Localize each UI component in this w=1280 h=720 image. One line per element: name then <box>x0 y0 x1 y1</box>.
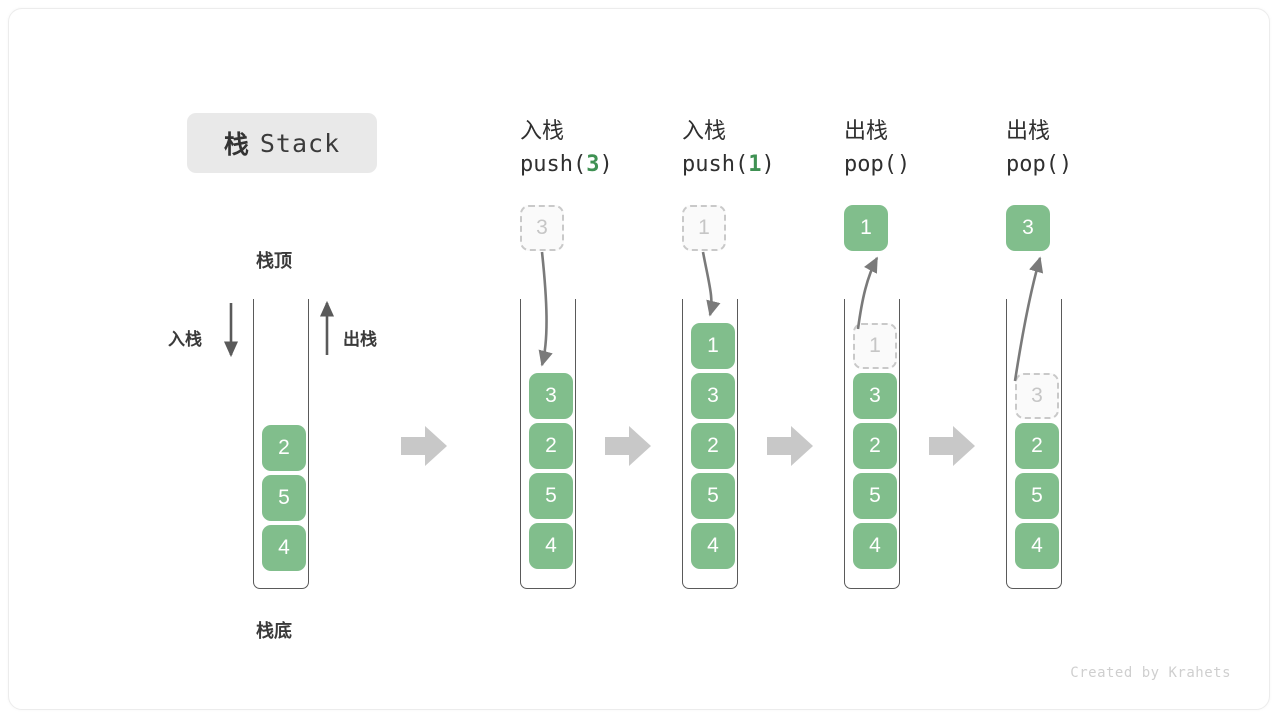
credit-text: Created by Krahets <box>1070 665 1231 681</box>
code-arg: 1 <box>748 152 762 177</box>
pop-side-label: 出栈 <box>343 330 377 349</box>
code-prefix: push( <box>520 152 587 177</box>
step-header-pop-1: 出栈 pop() <box>844 114 1044 182</box>
step-transition-arrow-2 <box>605 426 651 466</box>
stack-bottom-label: 栈底 <box>256 621 292 641</box>
stack-cell-ghost: 3 <box>1015 373 1059 419</box>
code-suffix: ) <box>1058 152 1073 177</box>
stack-cells-pop-2: 3 2 5 4 <box>1015 373 1059 569</box>
step-label-cn-pop-1: 出栈 <box>844 118 889 143</box>
code-suffix: ) <box>599 152 613 177</box>
step-label-code-pop-2: pop() <box>1006 148 1206 182</box>
step-transition-arrow-1 <box>401 426 447 466</box>
stack-cell: 5 <box>691 473 735 519</box>
stack-cell: 2 <box>691 423 735 469</box>
step-header-push-1: 入栈 push(1) <box>682 114 882 182</box>
push-side-label: 入栈 <box>168 330 202 349</box>
stack-cell: 4 <box>529 523 573 569</box>
step-transition-arrow-4 <box>929 426 975 466</box>
step-header-push-3: 入栈 push(3) <box>520 114 720 182</box>
code-prefix: pop( <box>1006 152 1059 177</box>
step-label-code-push-1: push(1) <box>682 148 882 182</box>
incoming-cell-push-3: 3 <box>520 205 564 251</box>
result-cell-pop-1: 1 <box>844 205 888 251</box>
step-label-code-pop-1: pop() <box>844 148 1044 182</box>
stack-cell: 2 <box>1015 423 1059 469</box>
stack-cell: 3 <box>853 373 897 419</box>
diagram-card: 栈 Stack 入栈 push(3) 入栈 push(1) 出栈 pop() 出… <box>8 8 1270 710</box>
stack-cell: 5 <box>262 475 306 521</box>
code-suffix: ) <box>761 152 775 177</box>
stack-cell: 3 <box>691 373 735 419</box>
stack-shell-push-1 <box>682 299 738 589</box>
step-header-pop-2: 出栈 pop() <box>1006 114 1206 182</box>
stack-shell-push-3 <box>520 299 576 589</box>
code-suffix: ) <box>896 152 911 177</box>
stack-cell: 4 <box>262 525 306 571</box>
stack-cell: 4 <box>1015 523 1059 569</box>
result-cell-pop-2: 3 <box>1006 205 1050 251</box>
stack-top-label: 栈顶 <box>256 251 292 271</box>
stack-cells-pop-1: 1 3 2 5 4 <box>853 323 897 569</box>
stack-shell-pop-1 <box>844 299 900 589</box>
stack-shell-pop-2 <box>1006 299 1062 589</box>
code-arg: 3 <box>586 152 600 177</box>
stack-cell-ghost: 1 <box>853 323 897 369</box>
step-transition-arrow-3 <box>767 426 813 466</box>
stack-cells-initial: 2 5 4 <box>262 425 306 571</box>
stack-cell: 5 <box>1015 473 1059 519</box>
stack-cell: 2 <box>853 423 897 469</box>
step-label-cn-push-1: 入栈 <box>682 118 727 143</box>
diagram-title-cn: 栈 <box>223 131 250 159</box>
stack-cells-push-3: 3 2 5 4 <box>529 373 573 569</box>
stack-cells-push-1: 1 3 2 5 4 <box>691 323 735 569</box>
stack-cell: 4 <box>853 523 897 569</box>
diagram-title-en: Stack <box>259 128 341 158</box>
code-prefix: pop( <box>844 152 897 177</box>
step-label-code-push-3: push(3) <box>520 148 720 182</box>
stack-shell-initial <box>253 299 309 589</box>
stack-cell: 3 <box>529 373 573 419</box>
stack-cell: 5 <box>853 473 897 519</box>
stack-cell: 2 <box>529 423 573 469</box>
step-label-cn-push-3: 入栈 <box>520 118 565 143</box>
stack-cell: 2 <box>262 425 306 471</box>
diagram-title-chip: 栈 Stack <box>187 113 377 173</box>
step-label-cn-pop-2: 出栈 <box>1006 118 1051 143</box>
stack-cell: 5 <box>529 473 573 519</box>
code-prefix: push( <box>682 152 749 177</box>
stack-cell: 4 <box>691 523 735 569</box>
stack-cell: 1 <box>691 323 735 369</box>
incoming-cell-push-1: 1 <box>682 205 726 251</box>
